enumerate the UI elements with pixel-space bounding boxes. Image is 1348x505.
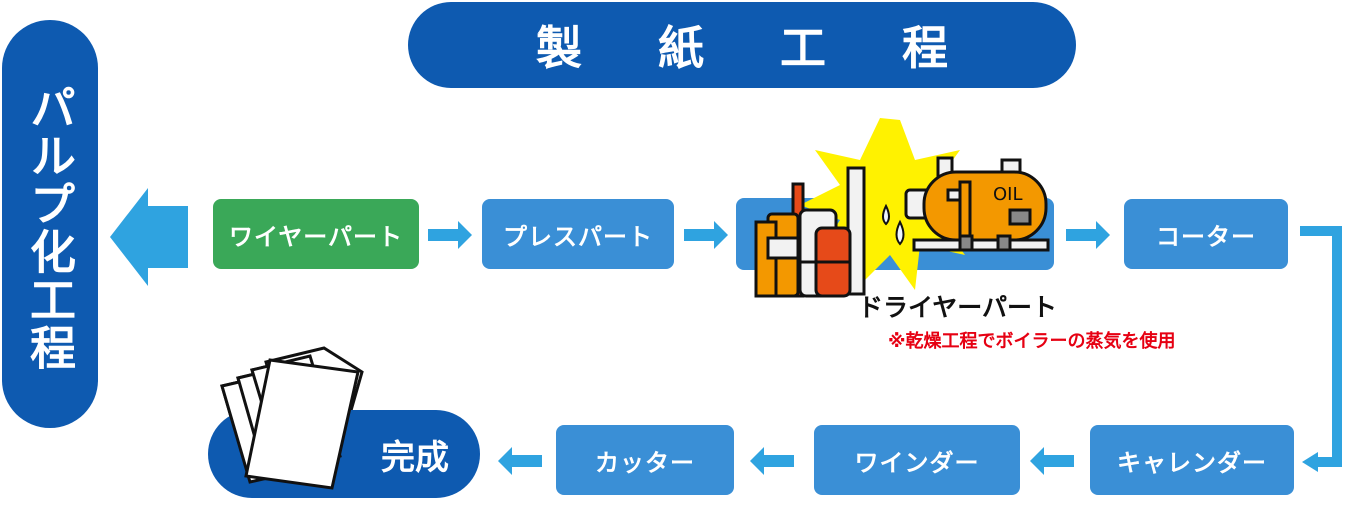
arrow-right-icon xyxy=(428,221,472,249)
dryer-part-label: ドライヤーパート xyxy=(858,293,1058,322)
wire-part-box: ワイヤーパート xyxy=(213,199,419,269)
pulp-process-label: パルプ化工程 xyxy=(23,84,77,372)
cutter-box: カッター xyxy=(556,425,734,495)
pulp-process-pill xyxy=(2,20,98,428)
coater-box: コーター xyxy=(1124,199,1288,269)
droplet-icon xyxy=(882,203,890,226)
big-left-arrow-icon xyxy=(110,188,188,286)
done-label: 完成 xyxy=(381,437,449,478)
winder-box: ワインダー xyxy=(814,425,1020,495)
arrow-right-icon xyxy=(684,221,728,249)
press-part-box: プレスパート xyxy=(482,199,674,269)
arrow-left-icon xyxy=(750,447,794,475)
arrow-left-icon xyxy=(1030,447,1074,475)
dryer-note: ※乾燥工程でボイラーの蒸気を使用 xyxy=(888,331,1176,352)
droplet-icon xyxy=(895,219,905,246)
oil-tank-icon xyxy=(904,156,1050,252)
connector-down-icon xyxy=(1300,226,1342,467)
calender-box: キャレンダー xyxy=(1090,425,1294,495)
arrow-left-icon xyxy=(1302,452,1318,472)
arrow-right-icon xyxy=(1066,221,1110,249)
page-title: 製 紙 工 程 xyxy=(408,2,1076,88)
factory-icon xyxy=(754,166,866,298)
oil-tank-label: OIL xyxy=(993,184,1023,205)
arrow-left-icon xyxy=(498,447,542,475)
